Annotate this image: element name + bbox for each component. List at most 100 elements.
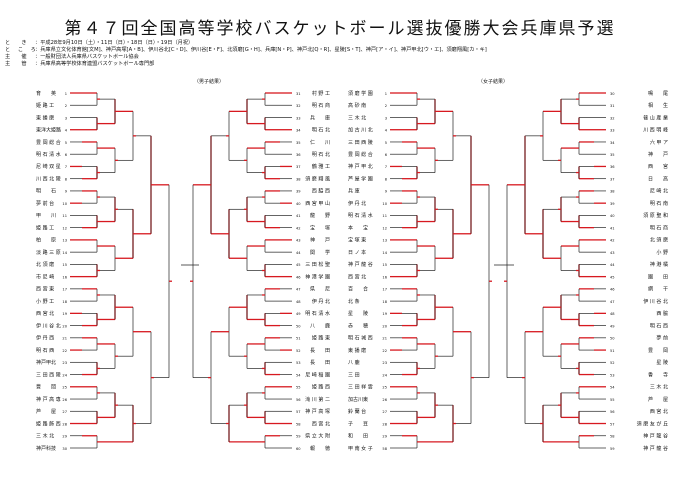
team-seed: 22 [382, 349, 387, 353]
team-name: 龍 野 [310, 212, 330, 219]
team-name: 神 港 橘 [650, 261, 668, 268]
team-seed: 13 [62, 239, 67, 243]
team-seed: 11 [62, 214, 67, 218]
info-row-date: と き：平成28年9月10日（土）・11日（日）・18日（日）・19日（月祝） [5, 40, 194, 46]
team-name: 明 石 西 [36, 348, 54, 354]
team-seed: 17 [62, 288, 67, 292]
team-name: 東 播 磨 [36, 114, 54, 121]
team-seed: 39 [610, 202, 615, 206]
team-name: 甲 南 女 子 [348, 445, 373, 452]
team-seed: 8 [385, 177, 388, 181]
team-seed: 40 [296, 202, 301, 206]
team-seed: 15 [382, 263, 387, 267]
team-seed: 16 [62, 275, 67, 279]
team-name: 神 戸 [310, 237, 330, 244]
team-seed: 46 [296, 275, 301, 279]
team-name: 西 宮 北 [312, 420, 330, 427]
team-name: 西 宮 [648, 163, 668, 170]
team-name: 三 田 [348, 372, 360, 378]
info-value: 平成28年9月10日（土）・11日（日）・18日（日）・19日（月祝） [40, 40, 194, 46]
team-seed: 58 [382, 447, 387, 451]
team-seed: 2 [65, 104, 67, 108]
team-name: 高 砂 南 [348, 102, 366, 109]
team-name: 明 石 商 [312, 102, 330, 109]
team-name: 県 立 大 附 [305, 433, 330, 440]
tournament-title: 第４７回全国高等学校バスケットボール選抜優勝大会兵庫県予選 [64, 19, 616, 39]
team-seed: 24 [62, 373, 67, 377]
section-boys-label: （男子結果） [194, 79, 225, 85]
team-seed: 26 [382, 398, 387, 402]
team-name: 市 尼 崎 [36, 273, 54, 280]
team-seed: 14 [382, 251, 387, 255]
team-name: 小 野 工 [36, 298, 54, 305]
team-name: 子 豆 [348, 420, 368, 427]
team-name: 川 西 明 峰 [643, 127, 668, 134]
team-seed: 57 [296, 410, 301, 414]
team-seed: 25 [62, 386, 67, 390]
team-seed: 35 [296, 141, 301, 145]
team-seed: 5 [65, 141, 67, 145]
team-name: 村 野 工 [312, 90, 330, 97]
team-name: 三 田 祥 雲 [348, 384, 373, 391]
team-seed: 28 [62, 422, 67, 426]
team-name: 赤 穂 [348, 322, 368, 329]
team-seed: 27 [62, 410, 67, 414]
info-row-organizer: 主 催：一般財団法人兵庫県バスケットボール協会 [5, 54, 139, 60]
team-name: 園 田 [648, 274, 668, 280]
team-name: 相 生 [648, 102, 668, 109]
team-seed: 35 [610, 153, 615, 157]
team-seed: 23 [62, 361, 67, 365]
team-name: 神 戸 [648, 151, 668, 158]
team-name: 鈴 蘭 台 [348, 408, 366, 415]
team-seed: 38 [296, 177, 301, 181]
team-seed: 30 [610, 92, 615, 96]
team-name: 東 播 磨 [348, 347, 366, 354]
team-name: 鳴 尾 [648, 90, 668, 97]
team-seed: 18 [382, 300, 387, 304]
team-seed: 29 [62, 435, 67, 439]
team-name: 本 宝 [348, 224, 368, 231]
team-seed: 31 [296, 92, 301, 96]
team-name: 神 戸 高 専 [36, 396, 61, 403]
team-seed: 53 [610, 373, 615, 377]
team-seed: 48 [610, 312, 615, 316]
team-name: 西 宮 北 [650, 408, 668, 415]
team-seed: 43 [296, 239, 301, 243]
team-seed: 40 [610, 214, 615, 218]
team-name: 滝 川 第 二 [305, 396, 330, 403]
team-seed: 6 [65, 153, 68, 157]
team-name: 須 磨 翔 風 [305, 175, 330, 182]
team-name: 夢 前 台 [36, 200, 54, 207]
team-seed: 37 [610, 177, 615, 181]
section-girls-label: （女子結果） [478, 79, 509, 85]
info-row-manager: 主 管：兵庫県高等学校体育連盟バスケットボール専門部 [5, 61, 155, 67]
team-name: 尼 崎 稲 園 [305, 371, 330, 378]
team-name: 和 田 [348, 433, 368, 440]
team-name: 小 野 [656, 249, 668, 256]
team-seed: 4 [65, 129, 68, 133]
team-seed: 6 [385, 153, 388, 157]
team-name: 明 石 城 西 [348, 335, 373, 342]
team-seed: 9 [65, 190, 68, 194]
team-seed: 49 [296, 312, 301, 316]
team-name: 三 田 西 陵 [36, 371, 61, 378]
team-seed: 47 [296, 288, 301, 292]
team-seed: 17 [382, 288, 387, 292]
team-name: 北 条 [348, 298, 360, 305]
team-seed: 1 [385, 92, 387, 96]
team-seed: 54 [610, 386, 615, 390]
team-name: 長 田 [310, 348, 330, 354]
team-name: 姫 路 東 [312, 335, 330, 342]
team-name: 関 学 [310, 249, 330, 256]
team-name: 八 鹿 [348, 359, 360, 366]
team-seed: 26 [62, 398, 67, 402]
team-seed: 19 [62, 312, 67, 316]
team-seed: 43 [610, 251, 615, 255]
team-seed: 48 [296, 300, 301, 304]
team-name: 宝 塚 [310, 224, 330, 231]
team-seed: 18 [62, 300, 67, 304]
team-name: 神 港 学 園 [305, 273, 330, 280]
team-seed: 50 [296, 324, 301, 328]
team-name: 明 石 清 水 [348, 212, 373, 219]
team-name: 豊 岡 総 合 [36, 139, 61, 146]
